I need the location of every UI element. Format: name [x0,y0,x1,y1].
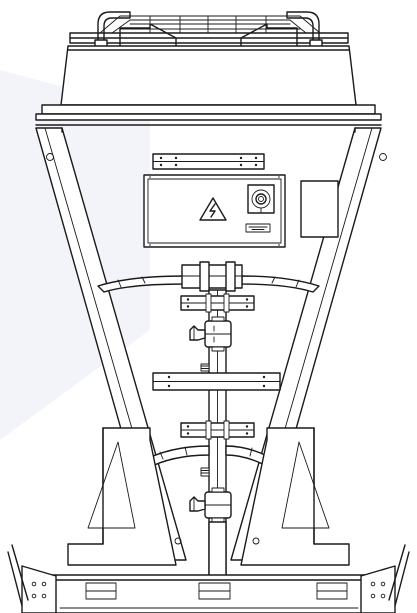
electrical-hazard-icon [199,197,227,221]
valve-handle-icon [189,496,206,512]
base-frame [27,574,390,613]
stand-right [240,427,350,566]
rotary-switch-icon [247,184,275,214]
valve-handle-icon [189,325,206,341]
corner-bracket-right [360,544,410,613]
stand-left [67,427,182,566]
fan-hood [35,45,382,126]
pipe-clamp-2 [152,363,281,391]
pipe-clamp-3 [180,420,255,440]
fan-guard [69,15,349,44]
header-pipe-upper [97,261,320,293]
electrical-box [143,174,286,248]
valve-upper [189,316,232,352]
mounting-bracket-top [152,153,265,170]
nameplate [245,223,271,233]
pipe-clamp-1 [180,293,255,313]
valve-lower [189,487,232,523]
access-panel [300,180,339,238]
corner-bracket-left [7,544,57,613]
